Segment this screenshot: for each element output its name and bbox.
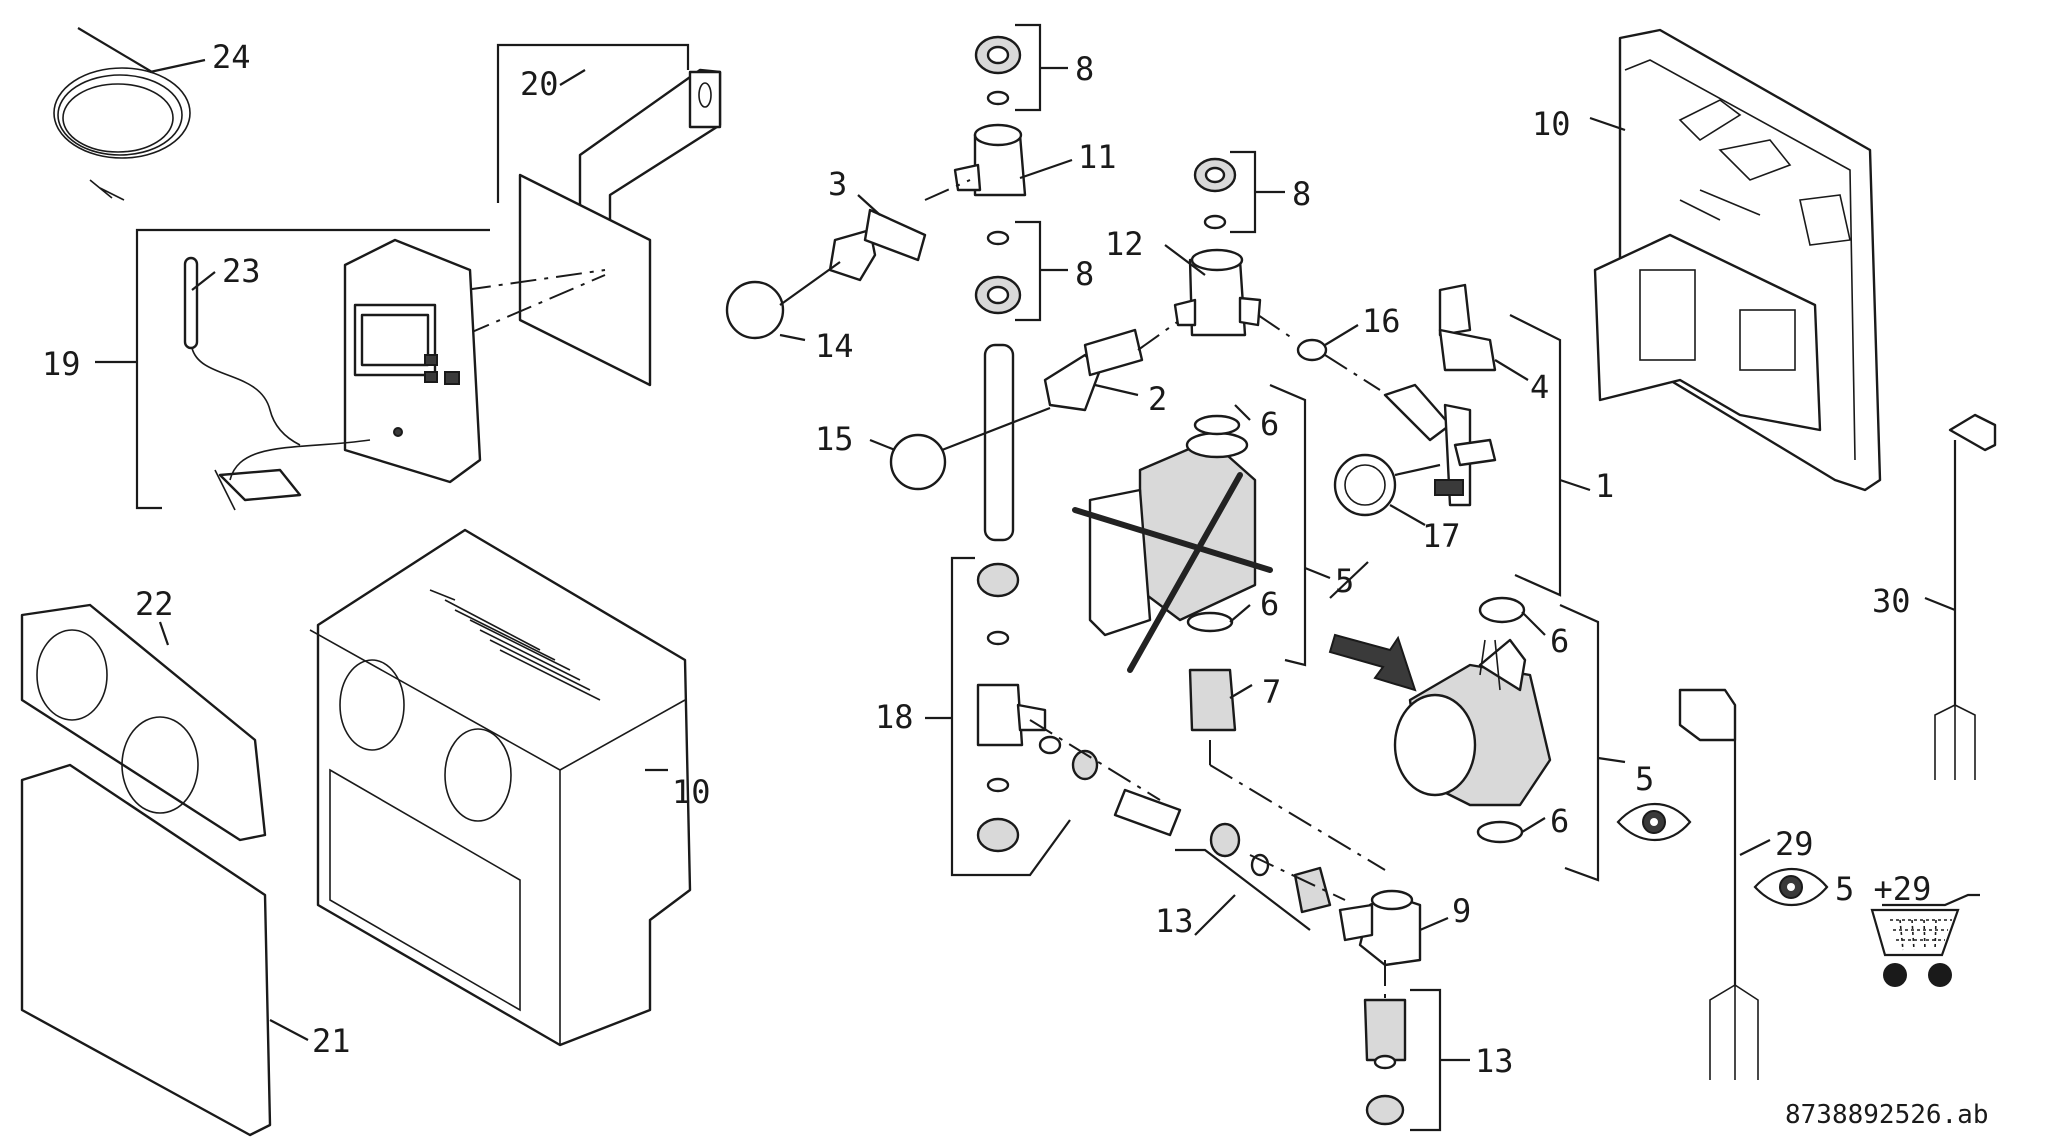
label-23: 23: [222, 252, 261, 290]
label-5-crossed: 5: [1335, 562, 1354, 600]
cable-29: [1678, 688, 1759, 1080]
label-6: 6: [1260, 585, 1279, 623]
label-30: 30: [1872, 582, 1911, 620]
label-6: 6: [1260, 405, 1279, 443]
label-9: 9: [1452, 892, 1471, 930]
label-3: 3: [828, 165, 847, 203]
label-8: 8: [1075, 255, 1094, 293]
pump-group-assembly: [725, 35, 1552, 1126]
front-panel-22: [20, 603, 267, 842]
controller-19: [135, 228, 490, 511]
document-id: 8738892526.ab: [1785, 1100, 1989, 1130]
label-6: 6: [1550, 622, 1569, 660]
label-20: 20: [520, 65, 559, 103]
label-4: 4: [1530, 368, 1549, 406]
label-12: 12: [1105, 225, 1144, 263]
brackets-and-leaders: [95, 23, 1956, 1132]
label-6: 6: [1550, 802, 1569, 840]
label-13: 13: [1475, 1042, 1514, 1080]
eye-icon: [1753, 867, 1829, 907]
label-13: 13: [1155, 902, 1194, 940]
label-7: 7: [1262, 673, 1281, 711]
label-22: 22: [135, 585, 174, 623]
label-19: 19: [42, 345, 81, 383]
label-14: 14: [815, 327, 854, 365]
label-17: 17: [1422, 517, 1461, 555]
label-5-plus-29: 5 +29: [1835, 870, 1931, 908]
label-16: 16: [1362, 302, 1401, 340]
label-5-strike: [1329, 561, 1369, 599]
wall-bracket-20: [464, 43, 722, 387]
label-8: 8: [1075, 50, 1094, 88]
label-29: 29: [1775, 825, 1814, 863]
label-15: 15: [815, 420, 854, 458]
housing-10: [309, 528, 692, 1047]
label-18: 18: [875, 698, 914, 736]
label-5: 5: [1635, 760, 1654, 798]
sensor-cable-24: [53, 27, 191, 201]
label-1: 1: [1595, 467, 1614, 505]
back-plate-10: [1593, 28, 1882, 492]
label-10: 10: [1532, 105, 1571, 143]
label-11: 11: [1078, 138, 1117, 176]
front-cover-21: [20, 763, 272, 1137]
eye-icon: [1616, 802, 1692, 842]
label-8: 8: [1292, 175, 1311, 213]
label-2: 2: [1148, 380, 1167, 418]
part-labels: 1 2 3 4 5 5 6 6 6 6 7 8 8 8 9 10 10 11 1…: [42, 38, 1989, 1130]
shopping-cart-icon: [1870, 893, 1980, 987]
cable-30: [1934, 413, 1997, 780]
label-24: 24: [212, 38, 251, 76]
label-10: 10: [672, 773, 711, 811]
label-21: 21: [312, 1022, 351, 1060]
